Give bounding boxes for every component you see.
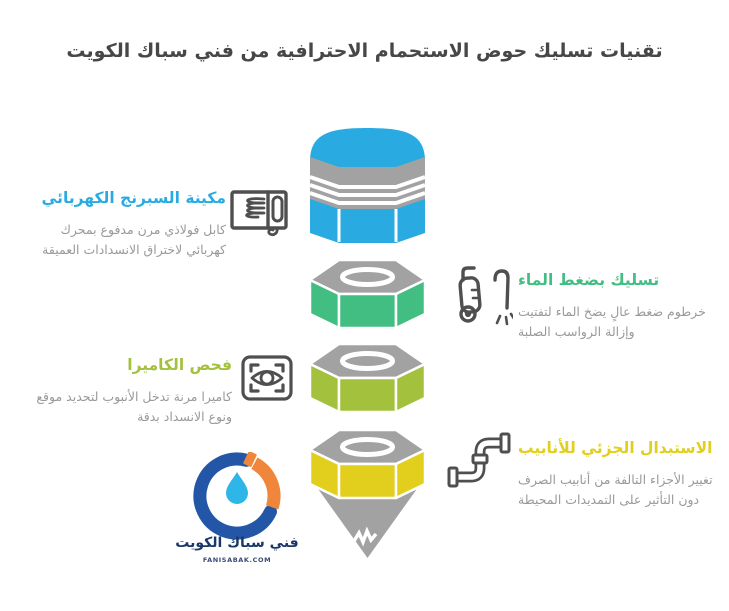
section-pipe-replacement: الاستبدال الجزئي للأنابيب تغيير الأجزاء … — [518, 438, 720, 509]
section-camera-inspection: فحص الكاميرا كاميرا مرنة تدخل الأنبوب لت… — [18, 355, 232, 426]
section-desc-camera-inspection: كاميرا مرنة تدخل الأنبوب لتحديد موقع ونو… — [36, 389, 232, 424]
brand-logo-website: FANISABAK.COM — [202, 556, 272, 564]
section-water-pressure: تسليك بضغط الماء خرطوم ضغط عالٍ يضخ الما… — [518, 270, 714, 341]
section-desc-spring-machine: كابل فولاذي مرن مدفوع بمحرك كهربائي لاخت… — [42, 222, 226, 257]
pencil-segment-yellow — [308, 428, 427, 500]
page-title: تقنيات تسليك حوض الاستحمام الاحترافية من… — [66, 40, 663, 62]
water-drop-icon — [226, 472, 248, 504]
section-title-camera-inspection: فحص الكاميرا — [127, 356, 232, 374]
section-title-pipe-replacement: الاستبدال الجزئي للأنابيب — [518, 439, 713, 457]
section-desc-water-pressure: خرطوم ضغط عالٍ يضخ الماء لتفتيت وإزالة ا… — [518, 304, 706, 339]
camera-inspection-icon — [241, 355, 293, 401]
section-desc-pipe-replacement: تغيير الأجزاء التالفة من أنابيب الصرف دو… — [518, 472, 713, 507]
section-title-water-pressure: تسليك بضغط الماء — [518, 271, 660, 289]
pencil-segment-olive — [308, 342, 427, 414]
pencil-segment-green — [308, 258, 427, 330]
pencil-tip-cone — [316, 486, 419, 558]
brand-logo-name: فني سباك الكويت — [175, 535, 299, 551]
pencil-cap-blue — [309, 128, 426, 243]
pipe-icon — [447, 432, 511, 488]
section-spring-machine: مكينة السبرنج الكهربائي كابل فولاذي مرن … — [18, 188, 227, 259]
logo-pipe-ring — [193, 452, 281, 540]
pencil-diagram — [308, 128, 427, 558]
spring-machine-icon — [230, 190, 288, 237]
pressure-washer-icon — [458, 266, 513, 326]
section-title-spring-machine: مكينة السبرنج الكهربائي — [41, 189, 227, 207]
brand-logo-mark — [193, 452, 281, 540]
